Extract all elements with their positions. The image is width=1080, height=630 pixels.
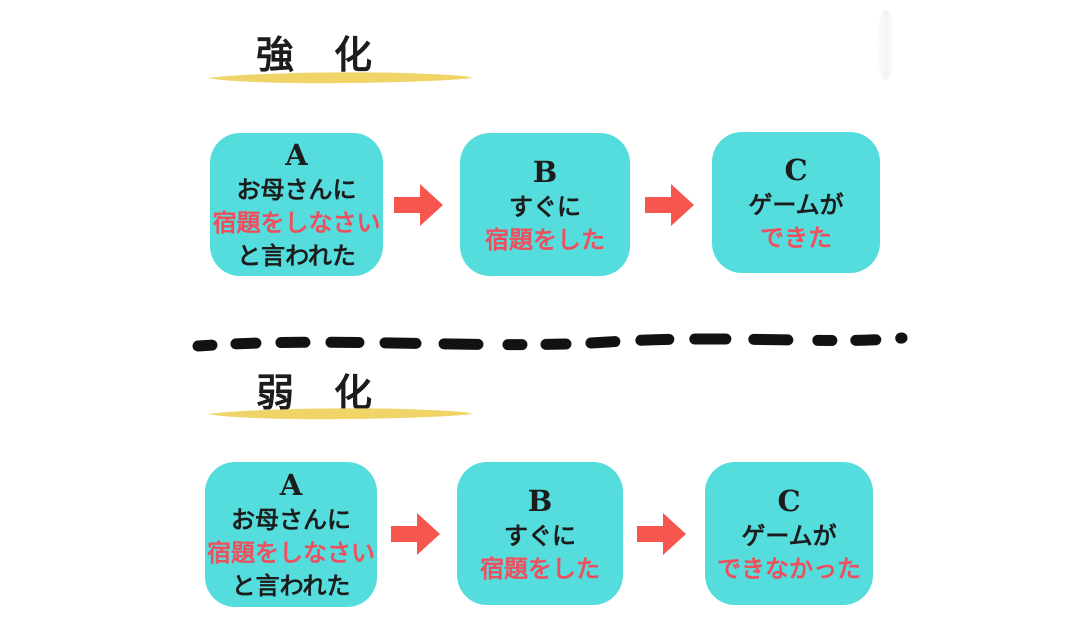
page-edge-smudge xyxy=(876,10,896,80)
box-text-line-highlight: 宿題をしなさい xyxy=(207,538,375,567)
yellow-brush-underline-icon xyxy=(208,408,472,420)
box-text-line: と言われた xyxy=(231,571,351,600)
box-b-behavior: B すぐに 宿題をした xyxy=(457,462,623,605)
box-text-line: と言われた xyxy=(237,241,356,270)
box-text-line: ゲームが xyxy=(741,520,837,550)
box-a-antecedent: A お母さんに 宿題をしなさい と言われた xyxy=(205,462,377,607)
section-title-reinforcement: 強 化 xyxy=(256,32,374,77)
box-text-line-highlight: 宿題をした xyxy=(480,553,600,583)
box-letter: C xyxy=(777,483,801,518)
box-c-consequence: C ゲームが できた xyxy=(712,132,880,273)
box-text-line: すぐに xyxy=(504,520,576,550)
box-text-line-highlight: 宿題をした xyxy=(485,224,605,254)
flow-arrow-icon xyxy=(637,512,687,556)
flow-arrow-icon xyxy=(391,512,441,556)
yellow-brush-underline-icon xyxy=(208,72,472,84)
dashed-divider-line-icon xyxy=(192,332,908,352)
box-text-line: お母さんに xyxy=(231,505,351,534)
box-letter: A xyxy=(279,468,303,502)
box-letter: A xyxy=(285,138,308,172)
box-c-consequence: C ゲームが できなかった xyxy=(705,462,873,605)
box-text-line-highlight: できた xyxy=(760,222,832,252)
box-letter: C xyxy=(784,152,808,187)
section-title-weakening: 弱 化 xyxy=(256,370,374,415)
box-text-line: すぐに xyxy=(509,191,581,221)
box-text-line-highlight: できなかった xyxy=(717,553,861,583)
flow-arrow-icon xyxy=(645,183,695,227)
box-text-line: ゲームが xyxy=(748,189,844,219)
box-letter: B xyxy=(532,154,558,189)
box-letter: B xyxy=(527,483,553,518)
box-text-line: お母さんに xyxy=(236,175,357,204)
box-text-line-highlight: 宿題をしなさい xyxy=(212,208,381,237)
flow-arrow-icon xyxy=(394,183,444,227)
box-b-behavior: B すぐに 宿題をした xyxy=(460,133,630,276)
box-a-antecedent: A お母さんに 宿題をしなさい と言われた xyxy=(210,133,383,276)
